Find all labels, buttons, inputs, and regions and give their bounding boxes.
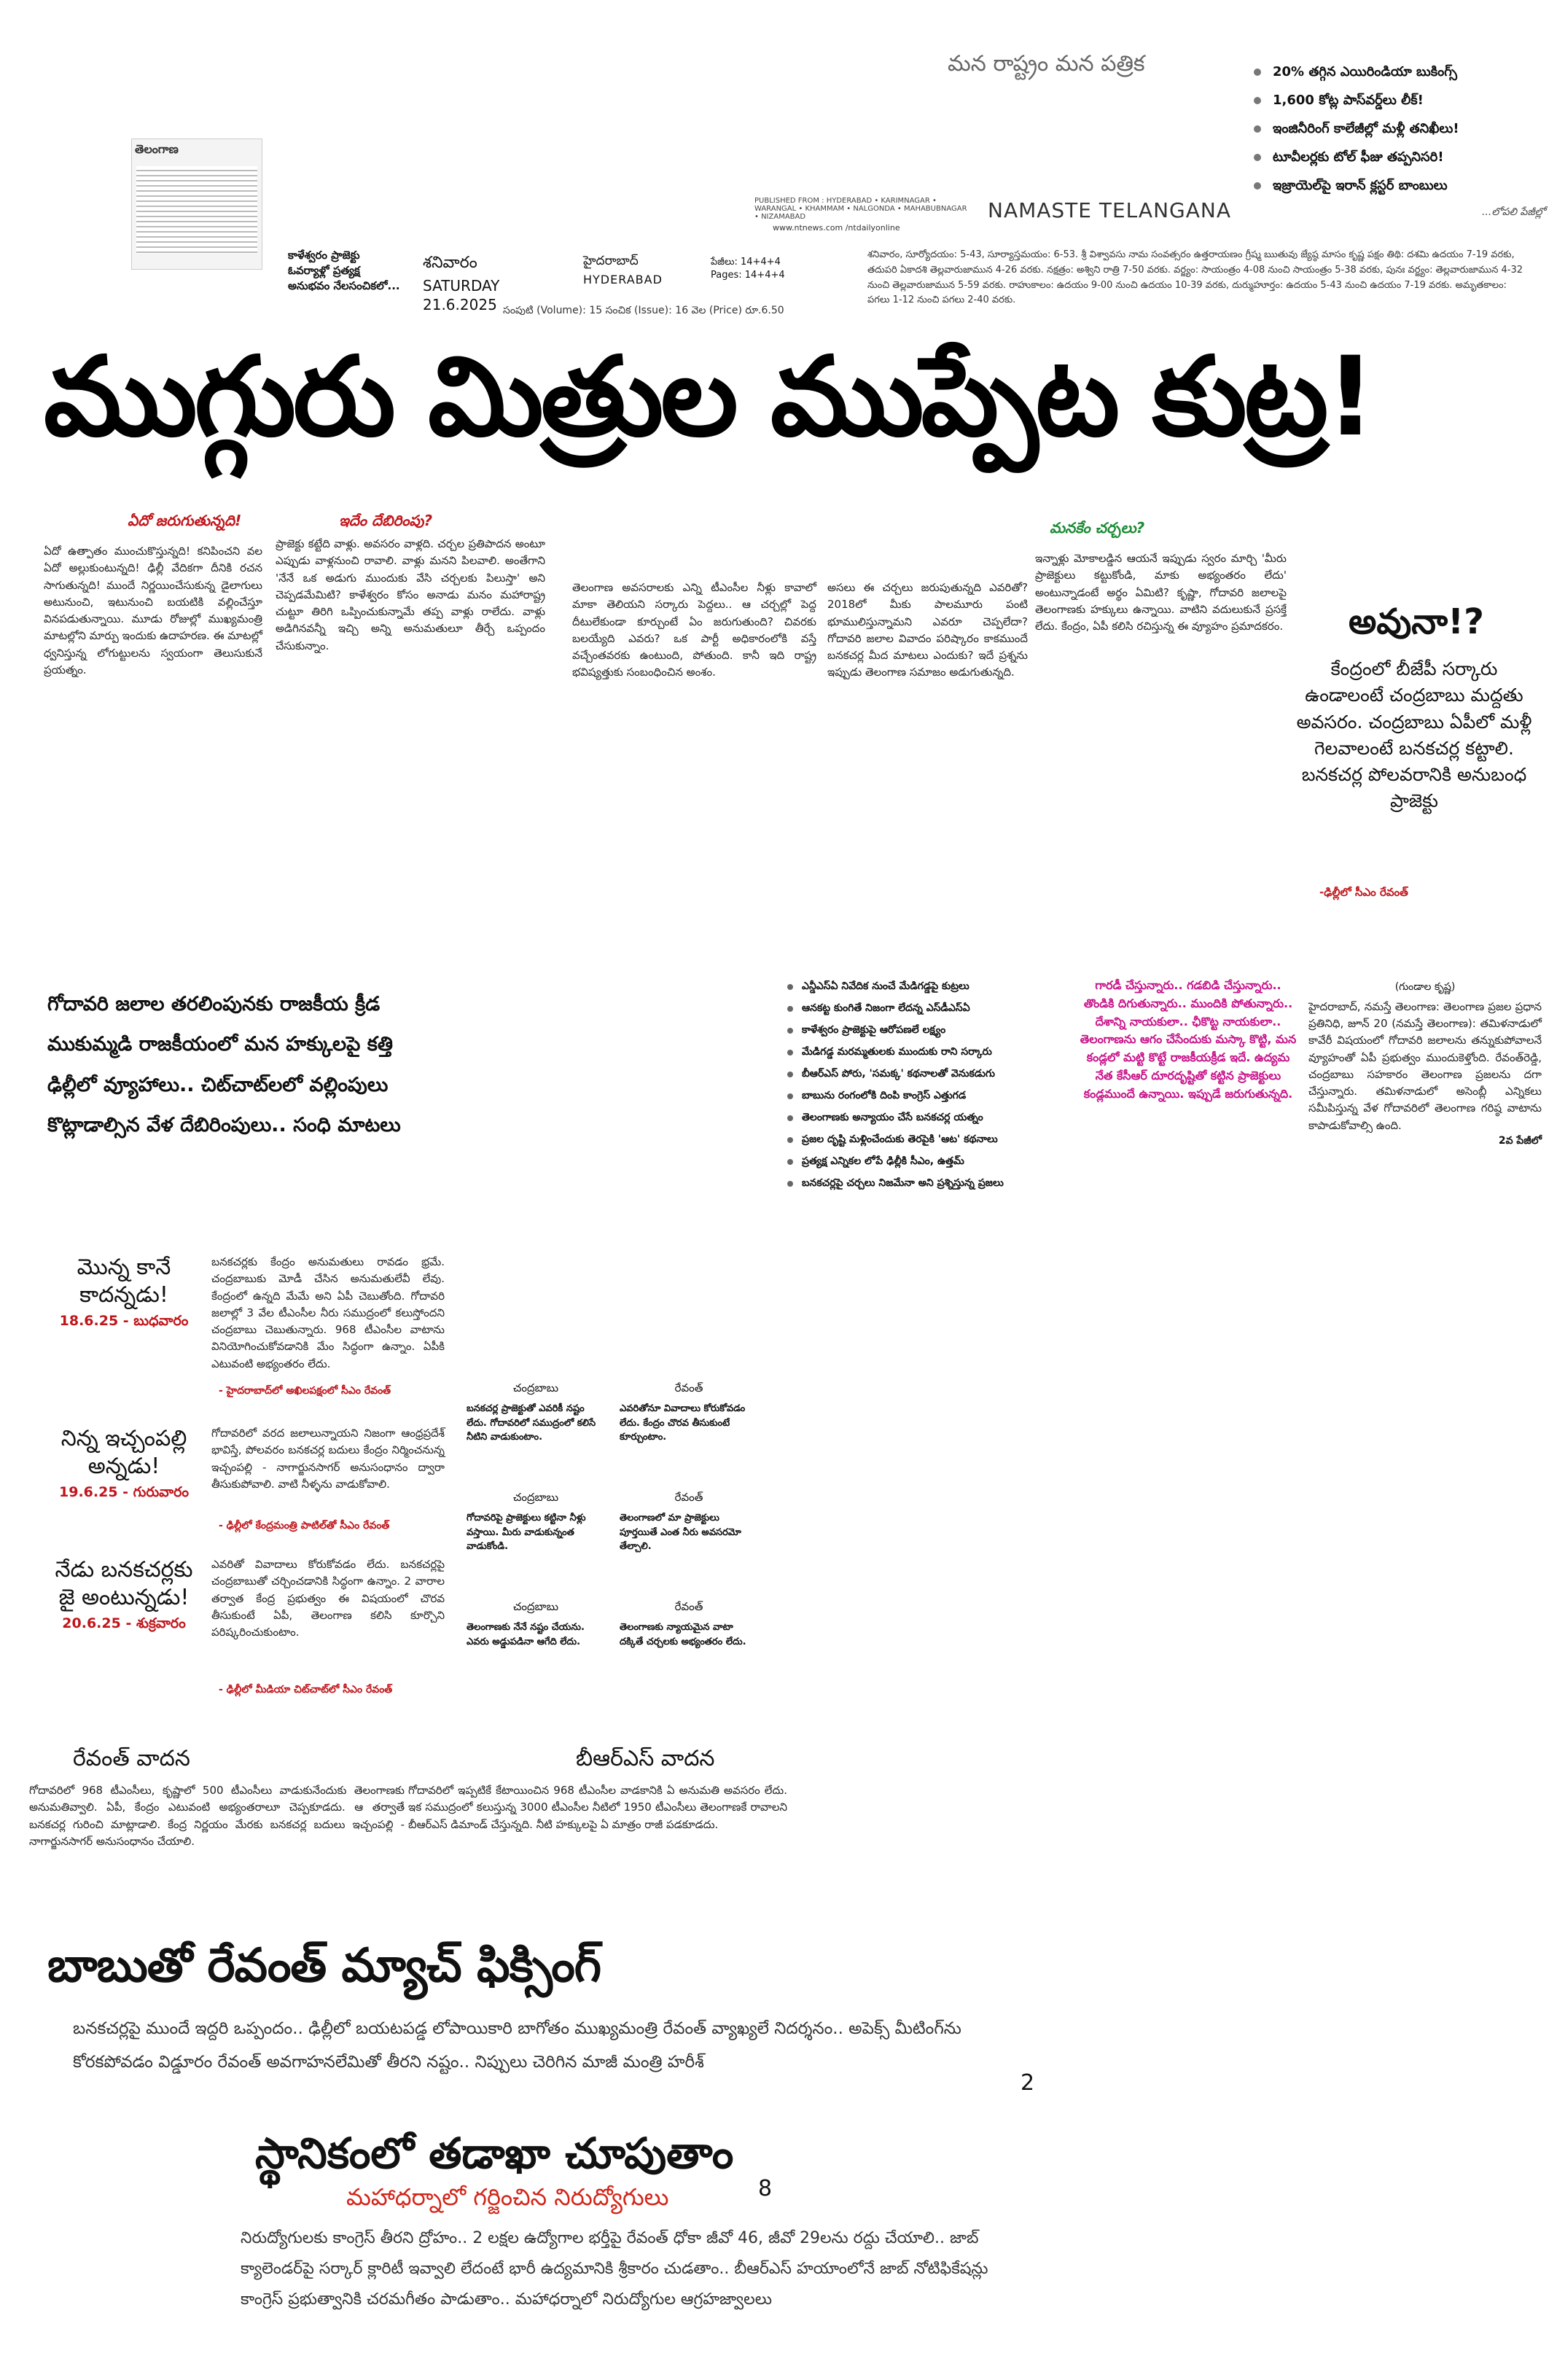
revanth-vaadana-title: రేవంత్ వాదన xyxy=(73,1746,190,1771)
dialog-3: చంద్రబాబు గోదావరిపై ప్రాజెక్టులు కట్టినా… xyxy=(467,1491,605,1554)
quote-2-source: - ఢిల్లీలో కేంద్రమంత్రి పాటిల్‌తో సీఎం ర… xyxy=(219,1520,390,1532)
thumbnail-title: తెలంగాణ xyxy=(135,142,179,156)
dialog-2: రేవంత్ ఎవరితోనూ వివాదాలు కోరుకోవడం లేదు.… xyxy=(620,1381,758,1445)
list-item[interactable]: ఇజ్రాయెల్‌పై ఇరాన్ క్లస్టర్ బాంబులు xyxy=(1254,178,1545,196)
speech: బనకచర్ల ప్రాజెక్టుతో ఎవరికీ నష్టం లేదు. … xyxy=(467,1403,596,1443)
speaker: చంద్రబాబు xyxy=(512,1381,559,1394)
city-telugu: హైదరాబాద్ xyxy=(583,254,639,268)
headline-3-text: నిరుద్యోగులకు కాంగ్రెస్ తీరని ద్రోహం.. 2… xyxy=(241,2229,988,2309)
dialog-1: చంద్రబాబు బనకచర్ల ప్రాజెక్టుతో ఎవరికీ నష… xyxy=(467,1381,605,1445)
kicker-what: ఏదో జరుగుతున్నది! xyxy=(128,512,242,529)
quote-text: నేడు బనకచర్లకు జై అంటున్నడు! xyxy=(55,1557,193,1610)
list-item[interactable]: 20% తగ్గిన ఎయిరిండియా బుకింగ్స్ xyxy=(1254,64,1545,82)
list-item[interactable]: తెలంగాణకు అన్యాయం చేసే బనకచర్ల యత్నం xyxy=(787,1112,1079,1125)
list-item[interactable]: మేడిగడ్డ మరమ్మతులకు ముందుకు రాని సర్కారు xyxy=(787,1046,1079,1060)
article-body: హైదరాబాద్, నమస్తే తెలంగాణ: తెలంగాణ ప్రజల… xyxy=(1308,999,1542,1132)
volume-line: సంపుటి (Volume): 15 సంచిక (Issue): 16 వె… xyxy=(503,305,784,316)
mid-bullet-list: ఎన్డీఎస్‌ఏ నివేదిక నుంచే మేడిగడ్డపై కుట్… xyxy=(787,980,1079,1199)
brs-vaadana-body: గోదావరిలో ఇప్పటికే కేటాయించిన 968 టీఎంసీ… xyxy=(408,1784,787,1831)
speaker: రేవంత్ xyxy=(674,1381,703,1394)
speaker: రేవంత్ xyxy=(674,1600,703,1613)
quote-text: మొన్న కానే కాదన్నడు! xyxy=(77,1255,171,1308)
sub-heads: గోదావరి జలాల తరలింపునకు రాజకీయ క్రీడ ముక… xyxy=(47,984,776,1145)
quote-text: నిన్న ఇచ్చంపల్లి అన్నడు! xyxy=(61,1426,187,1479)
speech: తెలంగాణకు నేనే నష్టం చేయను. ఎవరు అడ్డుపడ… xyxy=(467,1622,585,1647)
list-item[interactable]: 1,600 కోట్ల పాస్‌వర్డ్‌లు లీక్! xyxy=(1254,93,1545,111)
list-item[interactable]: ఎన్డీఎస్‌ఏ నివేదిక నుంచే మేడిగడ్డపై కుట్… xyxy=(787,980,1079,994)
dialog-5: చంద్రబాబు తెలంగాణకు నేనే నష్టం చేయను. ఎవ… xyxy=(467,1600,605,1649)
column-3: తెలంగాణ అవసరాలకు ఎన్ని టీఎంసీల నీళ్లు కా… xyxy=(572,581,816,679)
quote-date: 18.6.25 - బుధవారం xyxy=(59,1313,189,1329)
list-item[interactable]: బనకచర్లపై చర్చలు నిజమేనా అని ప్రశ్నిస్తు… xyxy=(787,1177,1079,1191)
sub-head: ముకుమ్మడి రాజకీయంలో మన హక్కులపై కత్తి xyxy=(47,1033,393,1056)
sub-head: కొట్లాడాల్సిన వేళ దేబిరింపులు.. సంధి మాట… xyxy=(47,1114,401,1137)
quote-3-body: ఎవరితో వివాదాలు కోరుకోవడం లేదు. బనకచర్లప… xyxy=(211,1558,445,1639)
page-ref[interactable]: 8 xyxy=(758,2176,773,2201)
website[interactable]: www.ntnews.com /ntdailyonline xyxy=(773,223,900,233)
quote-1: మొన్న కానే కాదన్నడు! 18.6.25 - బుధవారం xyxy=(51,1254,197,1333)
avuna-source: -ఢిల్లీలో సీఎం రేవంత్ xyxy=(1319,886,1408,899)
sub-head: గోదావరి జలాల తరలింపునకు రాజకీయ క్రీడ xyxy=(47,993,381,1015)
avuna-title: అవునా!? xyxy=(1349,601,1484,642)
brand-name: NAMASTE TELANGANA xyxy=(988,198,1231,222)
list-item[interactable]: ప్రత్యక్ష ఎన్నికల లోపే ఢిల్లీకి సీఎం, ఉత… xyxy=(787,1155,1079,1169)
dialog-6: రేవంత్ తెలంగాణకు న్యాయమైన వాటా దక్కితే చ… xyxy=(620,1600,758,1649)
revanth-vaadana-body: గోదావరిలో 968 టీఎంసీలు, కృష్ణాలో 500 టీఎ… xyxy=(29,1784,405,1848)
headline-3-sub: మహాధర్నాలో గర్జించిన నిరుద్యోగులు xyxy=(346,2183,669,2211)
speech: తెలంగాణలో మా ప్రాజెక్టులు పూర్తయితే ఎంత … xyxy=(620,1513,741,1552)
pink-box: గారడీ చేస్తున్నారు.. గడబిడి చేస్తున్నారు… xyxy=(1080,978,1297,1101)
almanac: శనివారం, సూర్యోదయం: 5-43, సూర్యాస్తమయం: … xyxy=(867,249,1523,306)
speaker: చంద్రబాబు xyxy=(512,1491,559,1504)
city-english: HYDERABAD xyxy=(583,273,663,286)
quote-1-source: - హైదరాబాద్‌లో అఖిలపక్షంలో సీఎం రేవంత్ xyxy=(219,1385,391,1397)
speaker: చంద్రబాబు xyxy=(512,1600,559,1613)
list-item[interactable]: ప్రజల దృష్టి మళ్లించేందుకు తెరపైకి 'ఆట' … xyxy=(787,1134,1079,1147)
quote-2-body: గోదావరిలో వరద జలాలున్నాయని నిజంగా ఆంధ్రప… xyxy=(211,1427,445,1491)
byline: (గుండాల కృష్ణ) xyxy=(1394,981,1456,993)
quote-3: నేడు బనకచర్లకు జై అంటున్నడు! 20.6.25 - శ… xyxy=(51,1556,197,1635)
column-4: అసలు ఈ చర్చలు జరుపుతున్నది ఎవరితో? 2018ల… xyxy=(827,581,1028,679)
speech: తెలంగాణకు న్యాయమైన వాటా దక్కితే చర్చలకు … xyxy=(620,1622,746,1647)
page-ref[interactable]: 2 xyxy=(1021,2070,1035,2096)
continued-link[interactable]: 2వ పేజీలో xyxy=(1498,1134,1542,1147)
speech: గోదావరిపై ప్రాజెక్టులు కట్టినా నీళ్లు వస… xyxy=(467,1513,586,1552)
list-item[interactable]: ఆనకట్ట కుంగితే నిజంగా లేదన్న ఎస్‌డీఎస్‌ఏ xyxy=(787,1002,1079,1016)
headline-2: బాబుతో రేవంత్ మ్యాచ్ ఫిక్సింగ్ xyxy=(47,1939,601,1993)
speech: ఎవరితోనూ వివాదాలు కోరుకోవడం లేదు. కేంద్ర… xyxy=(620,1403,746,1443)
published-from: PUBLISHED FROM : HYDERABAD • KARIMNAGAR … xyxy=(754,197,967,221)
headline-3: స్థానికంలో తడాఖా చూపుతాం xyxy=(255,2129,734,2178)
column-2: ప్రాజెక్టు కట్టేది వాళ్లు. అవసరం వాళ్లది… xyxy=(276,537,545,652)
gundala-article: (గుండాల కృష్ణ) హైదరాబాద్, నమస్తే తెలంగాణ… xyxy=(1308,980,1542,1148)
top-bullet-list: 20% తగ్గిన ఎయిరిండియా బుకింగ్స్ 1,600 కో… xyxy=(1254,64,1545,220)
quote-3-source: - ఢిల్లీలో మీడియా చిట్‌చాట్‌లో సీఎం రేవం… xyxy=(219,1684,393,1696)
list-item[interactable]: బీఆర్‌ఎస్ పోరు, 'సమక్క' కథనాలతో వెనుకడుగ… xyxy=(787,1068,1079,1082)
quote-date: 20.6.25 - శుక్రవారం xyxy=(62,1615,186,1631)
inside-pages-note: ...లోపలి పేజీల్లో xyxy=(1481,206,1545,218)
speaker: రేవంత్ xyxy=(674,1491,703,1504)
list-item[interactable]: ఇంజినీరింగ్ కాలేజీల్లో మళ్లీ తనిఖీలు! xyxy=(1254,121,1545,139)
newspaper-thumbnail: తెలంగాణ xyxy=(131,138,262,270)
list-item[interactable]: కాళేశ్వరం ప్రాజెక్టుపై ఆరోపణలే లక్ష్యం xyxy=(787,1024,1079,1038)
main-headline: ముగ్గురు మిత్రుల ముప్పేట కుట్ర! xyxy=(44,334,1375,461)
column-5: ఇన్నాళ్లు మోకాలడ్డిన ఆయనే ఇప్పుడు స్వరం … xyxy=(1035,552,1287,633)
teaser-text: కాళేశ్వరం ప్రాజెక్టు ఓవర్యాళ్లో ప్రత్యక్… xyxy=(288,249,400,292)
day-english: SATURDAY xyxy=(423,277,500,294)
page-count: పేజీలు: 14+4+4 Pages: 14+4+4 xyxy=(711,257,785,281)
list-item[interactable]: బాబును రంగంలోకి దింపి కాంగ్రెస్ ఎత్తుగడ xyxy=(787,1090,1079,1104)
quote-date: 19.6.25 - గురువారం xyxy=(59,1484,189,1500)
kicker-ours: మనకేం చర్చలు? xyxy=(1050,519,1145,537)
kicker-why: ఇదేం దేబిరింపు? xyxy=(339,512,433,529)
headline-2-sub: బనకచర్లపై ముందే ఇద్దరి ఒప్పందం.. ఢిల్లీల… xyxy=(73,2019,961,2072)
sub-head: ఢిల్లీలో వ్యూహాలు.. చిట్‌చాట్‌లలో వల్లిం… xyxy=(47,1073,389,1096)
quote-1-body: బనకచర్లకు కేంద్రం అనుమతులు రావడం భ్రమే. … xyxy=(211,1255,445,1370)
column-1: ఏదో ఉత్పాతం ముంచుకొస్తున్నది! కనిపించని … xyxy=(44,545,262,676)
brs-vaadana-title: బీఆర్‌ఎస్ వాదన xyxy=(576,1746,715,1771)
list-item[interactable]: టూవీలర్లకు టోల్ ఫీజు తప్పనిసరి! xyxy=(1254,149,1545,168)
day-telugu: శనివారం xyxy=(423,254,477,272)
date: 21.6.2025 xyxy=(423,296,497,313)
tagline: మన రాష్ట్రం మన పత్రిక xyxy=(948,51,1145,77)
dialog-4: రేవంత్ తెలంగాణలో మా ప్రాజెక్టులు పూర్తయి… xyxy=(620,1491,758,1554)
quote-2: నిన్న ఇచ్చంపల్లి అన్నడు! 19.6.25 - గురువ… xyxy=(51,1425,197,1504)
avuna-text: కేంద్రంలో బీజేపీ సర్కారు ఉండాలంటే చంద్రబ… xyxy=(1296,658,1532,812)
